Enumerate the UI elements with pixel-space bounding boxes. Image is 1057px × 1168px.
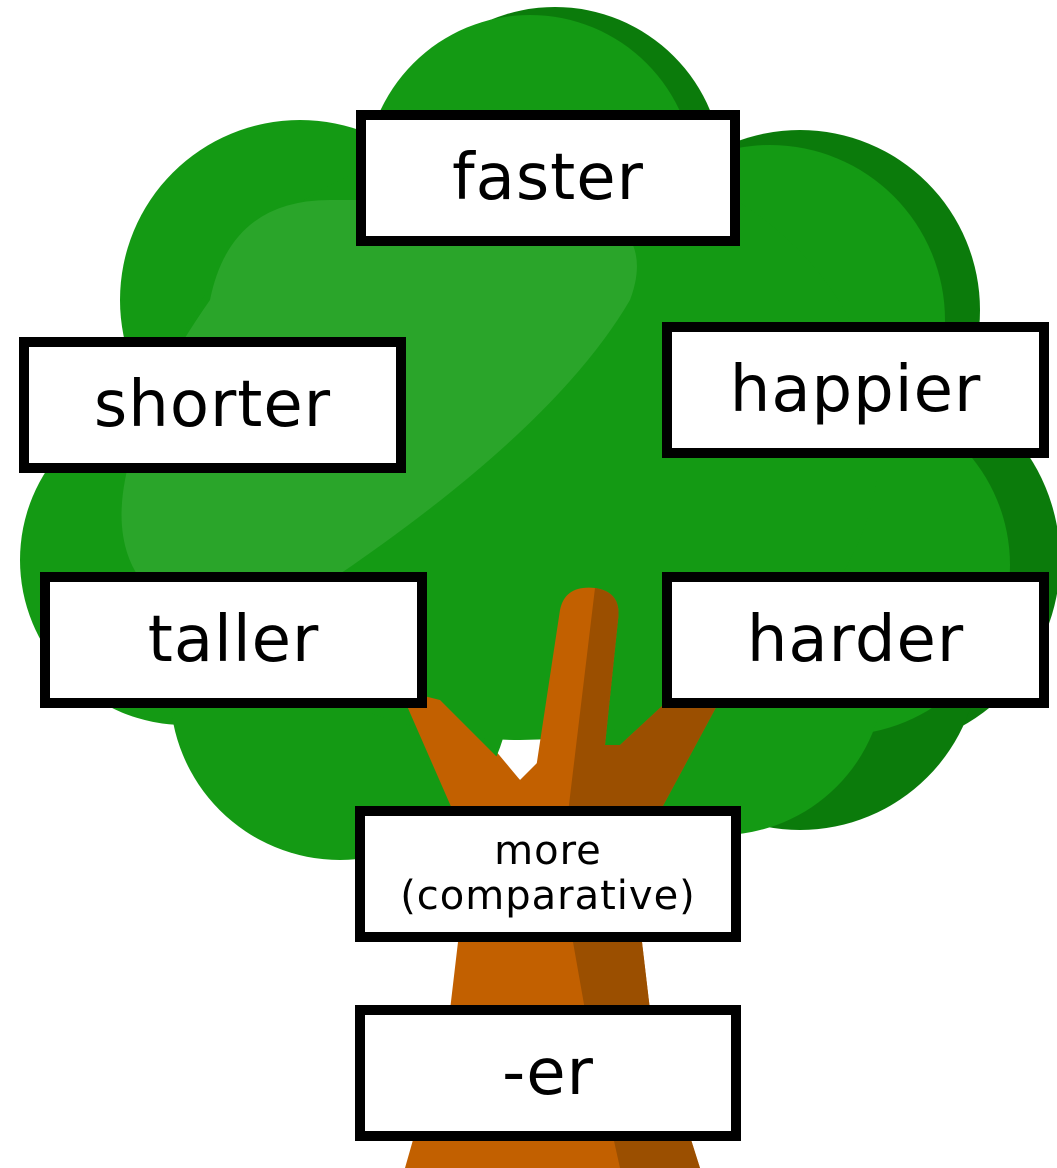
word-card-faster-label: faster [452, 141, 644, 215]
word-card-taller[interactable]: taller [40, 572, 427, 708]
word-card-harder[interactable]: harder [662, 572, 1049, 708]
word-card-more-line1: more [494, 828, 602, 875]
word-card-faster[interactable]: faster [356, 110, 740, 246]
word-card-more-comparative-label: more (comparative) [400, 829, 696, 919]
word-card-er[interactable]: -er [355, 1005, 741, 1141]
word-card-shorter-label: shorter [93, 368, 332, 442]
word-card-happier[interactable]: happier [662, 322, 1049, 458]
word-card-taller-label: taller [147, 603, 320, 677]
tree-trunk-front [400, 587, 720, 850]
word-card-shorter[interactable]: shorter [19, 337, 406, 473]
word-card-more-comparative[interactable]: more (comparative) [355, 806, 741, 942]
word-card-harder-label: harder [746, 603, 965, 677]
word-card-happier-label: happier [729, 353, 982, 427]
word-card-er-label: -er [502, 1036, 594, 1110]
word-card-more-line2: (comparative) [400, 873, 696, 919]
